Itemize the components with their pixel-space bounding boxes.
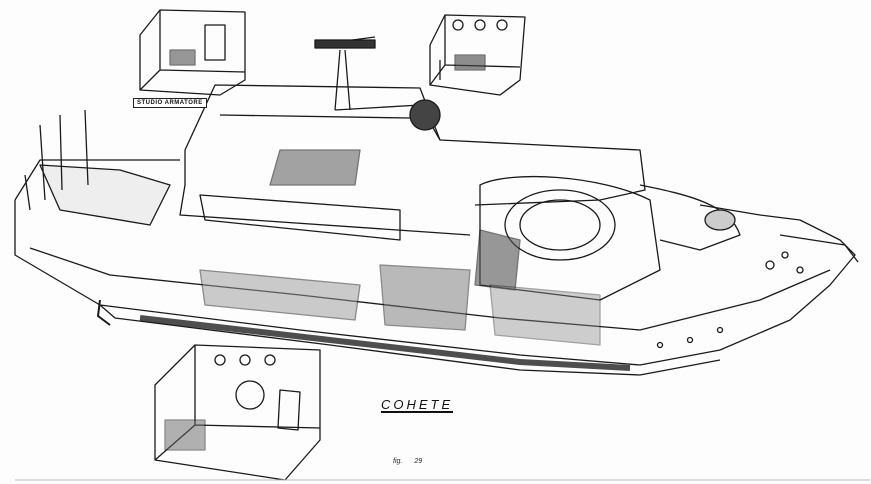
inset-owner-study — [139, 9, 246, 96]
figure-caption: fig. 29 — [393, 458, 422, 465]
vessel-name: COHETE — [381, 397, 454, 413]
inset-saloon-bottom — [154, 344, 321, 481]
figure-number: 29 — [414, 458, 423, 465]
inset-cabin-top — [429, 14, 526, 96]
bow-details — [656, 234, 859, 349]
mast-and-radar — [24, 36, 441, 211]
superstructure — [39, 84, 741, 346]
figure-prefix: fig. — [393, 458, 403, 465]
hull — [14, 159, 856, 376]
inset-label: STUDIO ARMATORE — [133, 98, 207, 108]
